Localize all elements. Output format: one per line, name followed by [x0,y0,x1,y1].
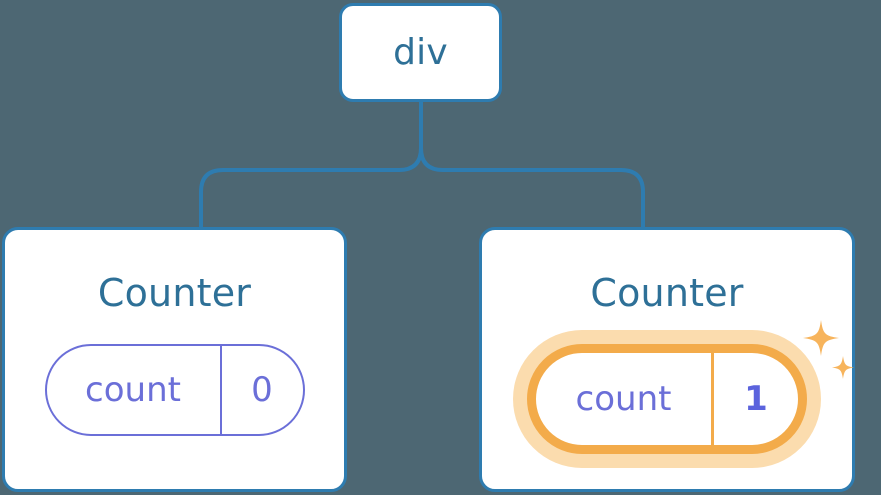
state-pill-left-wrapper: count 0 [44,344,305,436]
connector-to-right-child [419,100,645,229]
node-div-label: div [393,31,448,73]
node-counter-right[interactable]: Counter count 1 [479,227,855,492]
node-counter-left[interactable]: Counter count 0 [2,227,347,492]
node-counter-left-title: Counter [97,271,252,315]
state-pill-left[interactable]: count 0 [44,344,305,436]
sparkle-small-icon [832,356,854,379]
state-pill-right-wrapper: count 1 [513,320,854,468]
state-value-right: 1 [744,379,768,419]
node-counter-right-title: Counter [590,271,744,315]
state-value-left: 0 [251,370,273,410]
state-key-left: count [47,346,222,434]
node-div[interactable]: div [339,3,502,102]
state-key-right: count [536,353,714,445]
sparkle-large-icon [803,320,839,356]
state-pill-right[interactable]: count 1 [527,344,807,454]
connector-to-left-child [199,100,423,229]
